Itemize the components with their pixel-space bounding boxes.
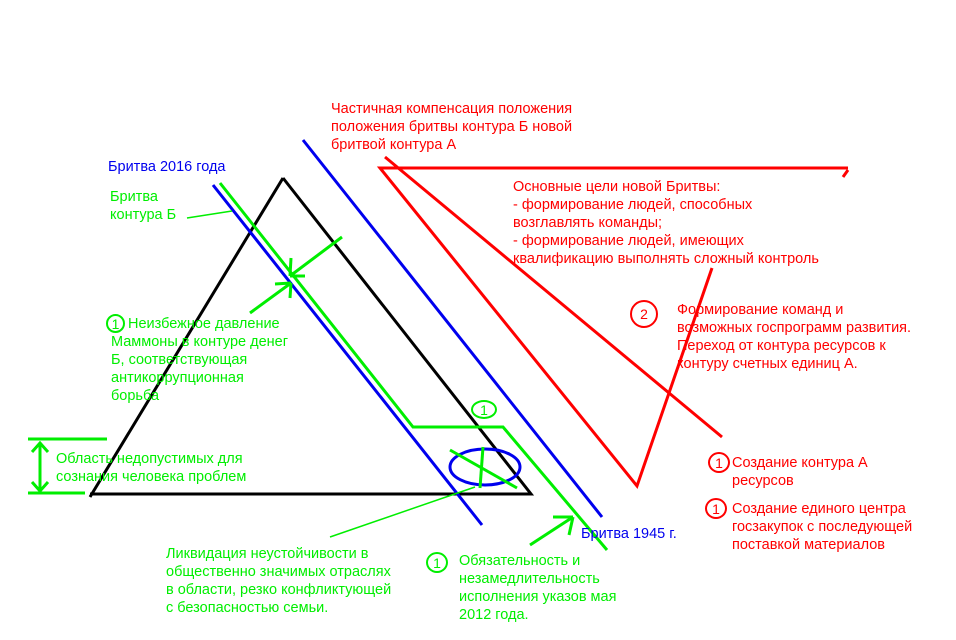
razor-1945-line <box>301 139 604 518</box>
label-unacceptable-area: Область недопустимых для сознания челове… <box>56 451 247 485</box>
red-compensation-line <box>384 155 723 439</box>
label-razor-goals: Основные цели новой Бритвы: - формирован… <box>513 179 819 267</box>
label-forming-teams: Формирование команд и возможных госпрогр… <box>677 302 912 372</box>
label-liquidation: Ликвидация неустойчивости в общественно … <box>166 546 392 616</box>
razor-2016-line <box>211 184 484 526</box>
area-bracket <box>28 437 107 495</box>
blue-ellipse <box>448 447 522 487</box>
label-mammon-pressure: Неизбежное давление Маммоны в контуре де… <box>111 316 289 404</box>
label-partial-compensation: Частичная компенсация положения положени… <box>331 101 573 153</box>
marker-1: 1 <box>705 498 727 519</box>
marker-1: 1 <box>708 452 730 473</box>
red-razor-a <box>376 166 850 490</box>
marker-1: 1 <box>471 400 497 419</box>
label-decrees: Обязательность и незамедлительность испо… <box>459 553 617 623</box>
label-contour-b: Бритва контура Б <box>110 189 177 223</box>
label-razor-1945: Бритва 1945 г. <box>581 526 677 542</box>
marker-2: 2 <box>630 300 658 328</box>
marker-1: 1 <box>426 552 448 573</box>
arrow-pressure-top <box>288 235 343 278</box>
label-razor-2016: Бритва 2016 года <box>108 159 226 175</box>
arrow-decrees <box>529 515 575 547</box>
arrow-pressure-bottom <box>249 281 293 315</box>
razor-contour-b-line <box>218 182 609 551</box>
label-procurement-center: Создание единого центра госзакупок с пос… <box>732 501 913 553</box>
pointer-liquidation <box>329 486 476 538</box>
pointer-contour-b <box>186 210 233 219</box>
cross-line <box>449 448 518 490</box>
marker-1: 1 <box>106 314 125 333</box>
cross-line <box>478 446 485 489</box>
label-contour-a: Создание контура А ресурсов <box>732 455 868 489</box>
